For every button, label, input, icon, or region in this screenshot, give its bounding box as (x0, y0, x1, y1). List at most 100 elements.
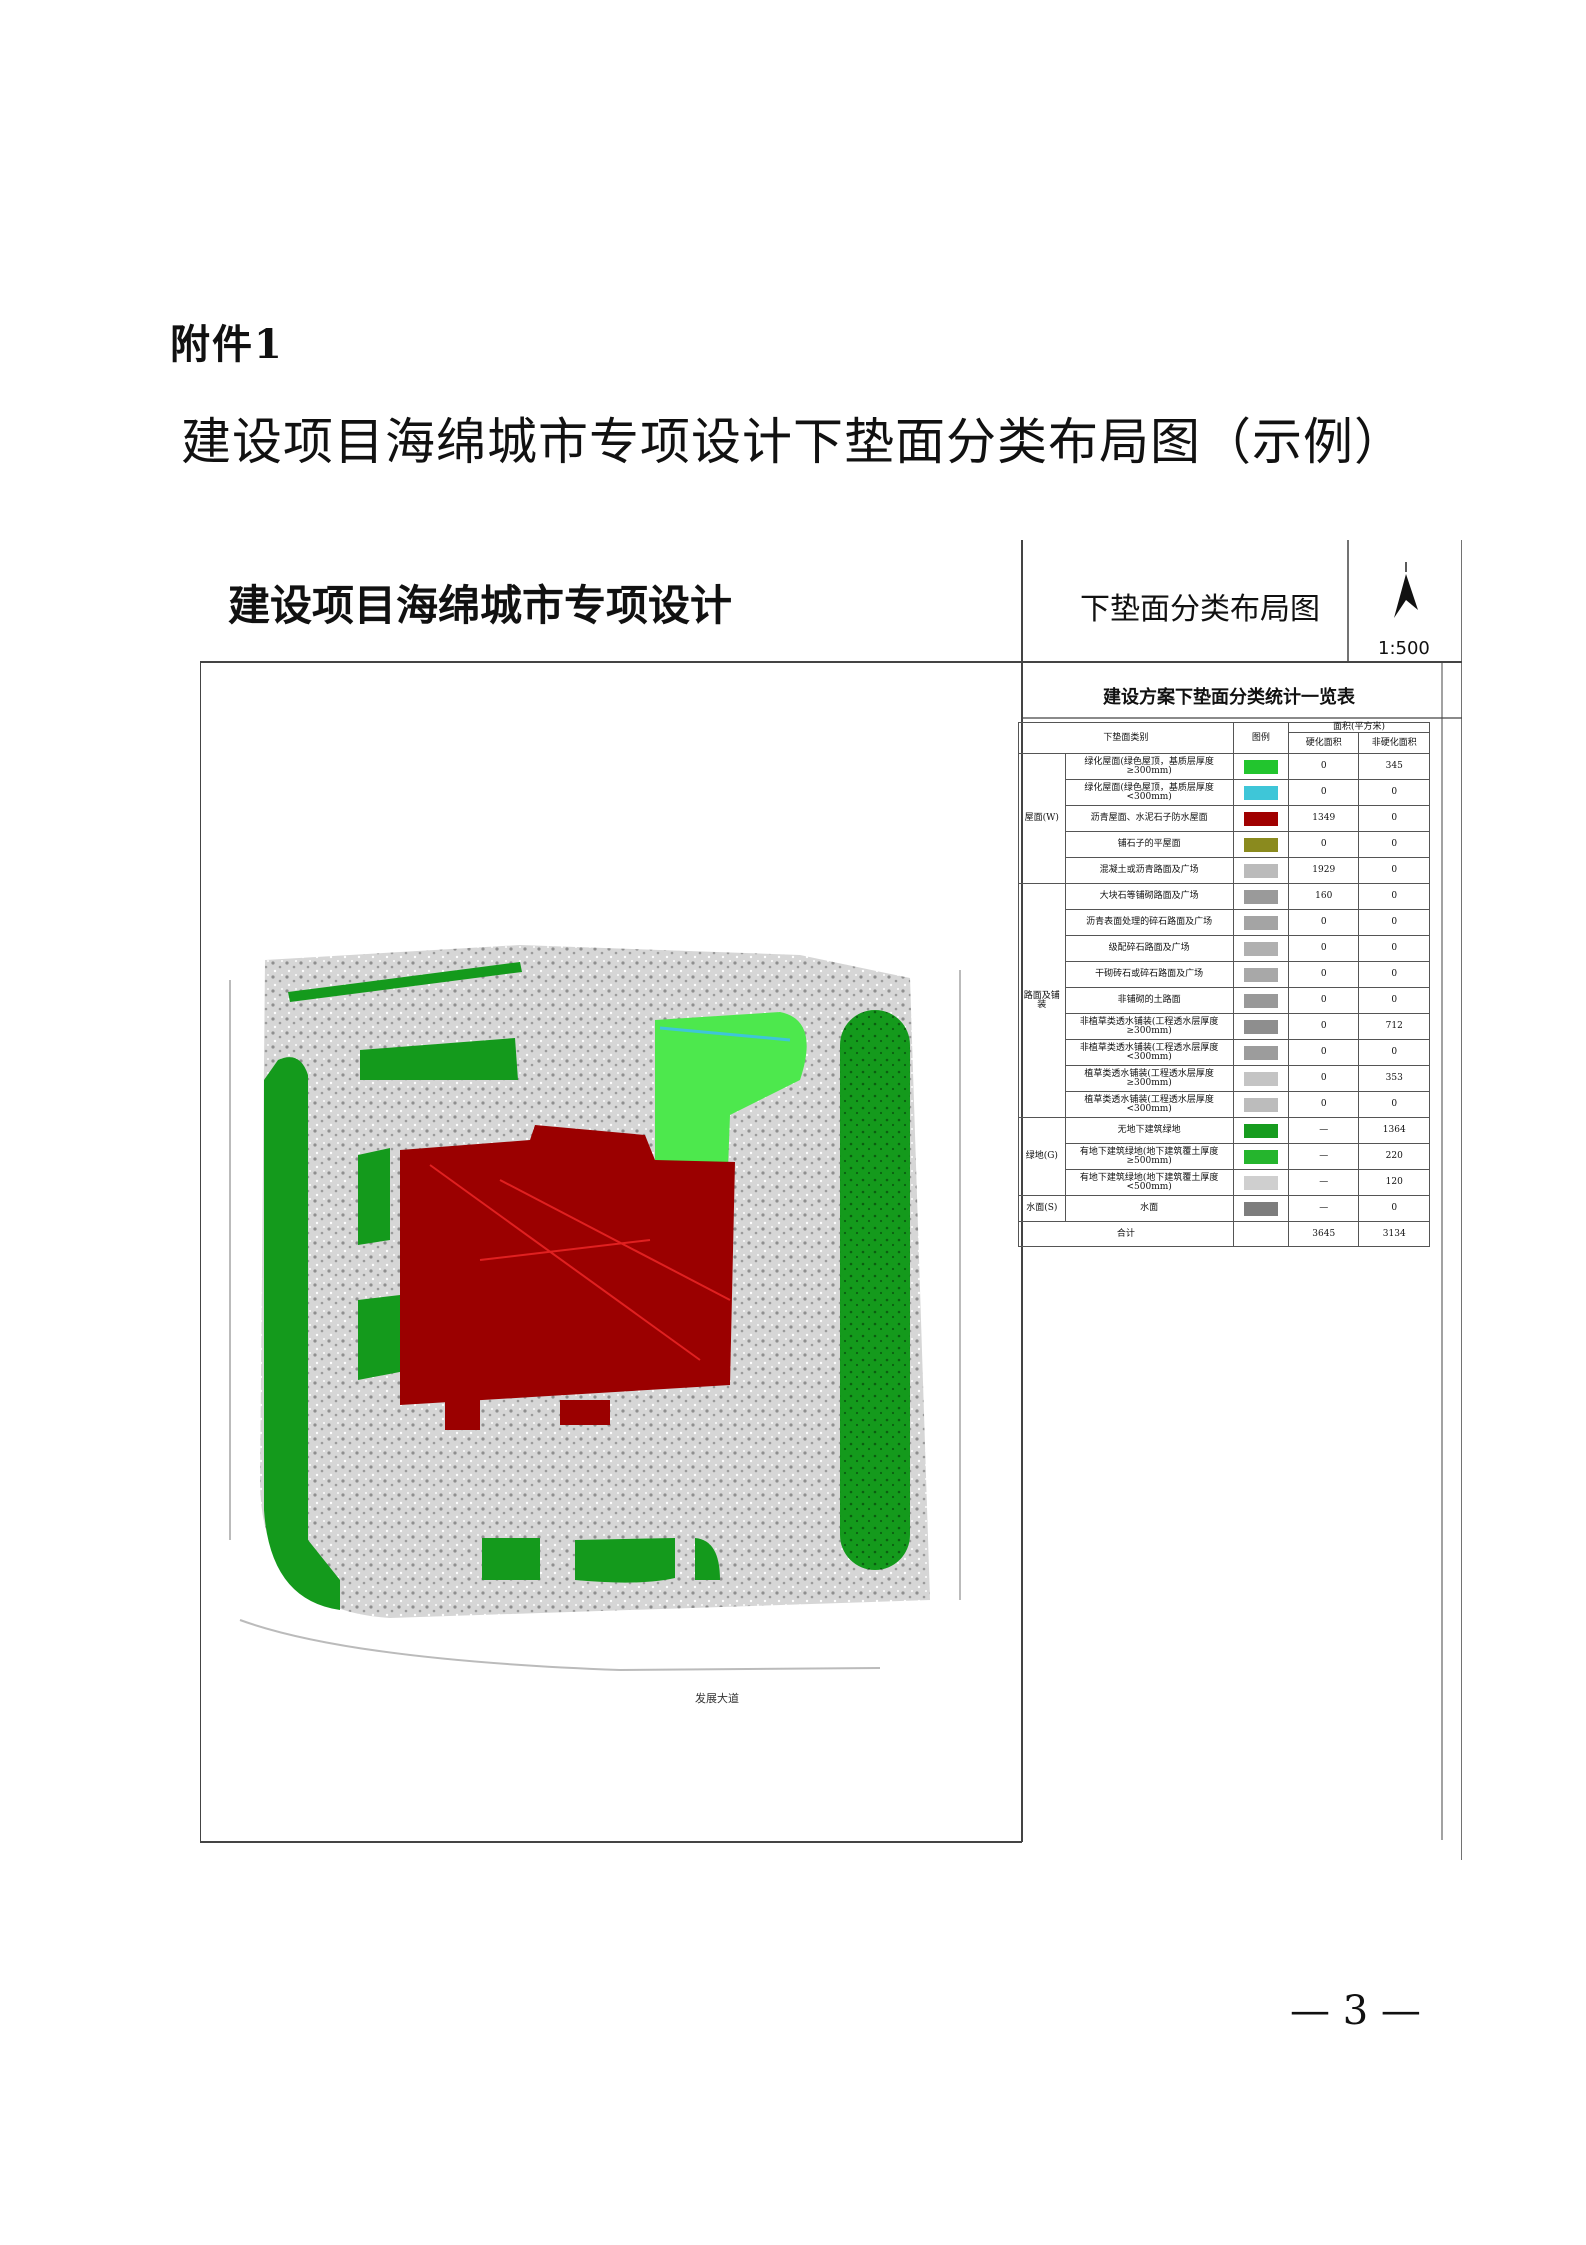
non-hardened-area: 712 (1358, 1013, 1430, 1041)
scale-label: 1:500 (1378, 638, 1430, 659)
hardened-area: 0 (1287, 1065, 1360, 1093)
legend-cell (1232, 753, 1290, 781)
legend-cell (1232, 779, 1290, 807)
road-label: 发展大道 (695, 1691, 739, 1705)
legend-swatch (1243, 967, 1278, 982)
non-hardened-area: 0 (1358, 805, 1430, 833)
group-name: 屋面(W) (1018, 753, 1066, 885)
green-strip (358, 1148, 390, 1245)
hardened-area: 160 (1287, 883, 1360, 911)
legend-cell (1232, 935, 1290, 963)
table-row: 有地下建筑绿地(地下建筑覆土厚度<500mm) —120 (1019, 1169, 1430, 1197)
non-hardened-area: 0 (1358, 857, 1430, 885)
legend-cell (1232, 1195, 1290, 1223)
table-row: 水面(S)水面—0 (1018, 1195, 1430, 1223)
legend-cell (1232, 1065, 1290, 1093)
total-label: 合计 (1018, 1221, 1234, 1248)
surface-type: 非植草类透水铺装(工程透水层厚度≥300mm) (1064, 1013, 1234, 1041)
surface-type: 水面 (1064, 1195, 1234, 1223)
drawing-sheet: 发展大道 (200, 540, 1462, 1860)
drawing-title: 下垫面分类布局图 (1080, 592, 1320, 627)
green-oval (840, 1010, 910, 1570)
legend-cell (1232, 961, 1290, 989)
green-strip (288, 962, 522, 1002)
legend-cell (1232, 1013, 1290, 1041)
building-annex (445, 1400, 480, 1430)
legend-cell (1232, 857, 1290, 885)
legend-swatch (1243, 1045, 1278, 1060)
non-hardened-area: 345 (1358, 753, 1430, 781)
legend-swatch (1243, 1175, 1278, 1190)
road-line (239, 1619, 881, 1672)
hardened-area: 0 (1287, 909, 1360, 937)
group-name: 路面及铺装 (1018, 883, 1066, 1119)
legend-cell (1232, 1143, 1290, 1171)
green-strip (482, 1538, 540, 1580)
surface-type: 沥青表面处理的碎石路面及广场 (1064, 909, 1234, 937)
project-name: 建设项目海绵城市专项设计 (228, 581, 733, 630)
surface-type: 有地下建筑绿地(地下建筑覆土厚度<500mm) (1064, 1169, 1234, 1197)
stats-table: 下垫面类别图例面积(平方米)硬化面积非硬化面积屋面(W)绿化屋面(绿色屋顶，基质… (1018, 721, 1430, 1248)
legend-swatch (1243, 993, 1278, 1008)
hardened-area: 0 (1287, 1091, 1360, 1119)
main-title: 建设项目海绵城市专项设计下垫面分类布局图（示例） (181, 413, 1405, 471)
non-hardened-area: 0 (1358, 1195, 1430, 1223)
hardened-area: 0 (1287, 987, 1360, 1015)
surface-type: 沥青屋面、水泥石子防水屋面 (1064, 805, 1234, 833)
surface-type: 干砌砖石或碎石路面及广场 (1064, 961, 1234, 989)
header-non-hardened: 非硬化面积 (1358, 732, 1430, 755)
surface-type: 非植草类透水铺装(工程透水层厚度<300mm) (1064, 1039, 1234, 1067)
group-name: 绿地(G) (1018, 1117, 1066, 1197)
non-hardened-area: 0 (1358, 987, 1430, 1015)
legend-cell (1232, 805, 1290, 833)
green-strip (695, 1538, 720, 1580)
surface-type: 植草类透水铺装(工程透水层厚度<300mm) (1064, 1091, 1234, 1119)
surface-type: 绿化屋面(绿色屋顶，基质层厚度≥300mm) (1064, 753, 1234, 781)
surface-type: 非铺砌的土路面 (1064, 987, 1234, 1015)
hardened-area: 0 (1287, 753, 1360, 781)
non-hardened-area: 1364 (1358, 1117, 1430, 1145)
table-row: 有地下建筑绿地(地下建筑覆土厚度≥500mm)—220 (1019, 1143, 1430, 1171)
header-row: 硬化面积非硬化面积 (1019, 732, 1430, 755)
legend-swatch (1243, 915, 1278, 930)
hardened-area: — (1287, 1169, 1360, 1197)
hardened-area: 0 (1287, 1039, 1360, 1067)
header-category: 下垫面类别 (1018, 721, 1234, 755)
surface-type: 有地下建筑绿地(地下建筑覆土厚度≥500mm) (1064, 1143, 1234, 1171)
non-hardened-area: 0 (1358, 831, 1430, 859)
legend-swatch (1243, 1071, 1278, 1086)
surface-type: 级配碎石路面及广场 (1064, 935, 1234, 963)
legend-swatch (1243, 1097, 1278, 1112)
non-hardened-area: 0 (1358, 883, 1430, 911)
surface-type: 铺石子的平屋面 (1064, 831, 1234, 859)
table-row: 绿地(G)无地下建筑绿地—1364 (1018, 1117, 1430, 1197)
legend-cell (1232, 1039, 1290, 1067)
site-plan: 发展大道 (229, 945, 961, 1705)
surface-type: 绿化屋面(绿色屋顶，基质层厚度<300mm) (1064, 779, 1234, 807)
legend-swatch (1243, 1149, 1278, 1164)
legend-swatch (1243, 863, 1278, 878)
legend-cell (1232, 909, 1290, 937)
non-hardened-area: 120 (1358, 1169, 1430, 1197)
green-strip (358, 1295, 410, 1380)
page-number: — 3 — (1290, 1988, 1421, 2034)
roof-line (499, 1179, 731, 1301)
green-strip (360, 1038, 518, 1080)
total-legend-empty (1232, 1221, 1290, 1248)
north-arrow-icon (1394, 562, 1418, 618)
hardened-area: 1349 (1287, 805, 1360, 833)
surface-type: 无地下建筑绿地 (1064, 1117, 1234, 1145)
hardened-area: — (1287, 1195, 1360, 1223)
hardened-area: — (1287, 1143, 1360, 1171)
legend-swatch (1243, 811, 1278, 826)
surface-type: 混凝土或沥青路面及广场 (1064, 857, 1234, 885)
blue-line (659, 1026, 791, 1042)
legend-swatch (1243, 889, 1278, 904)
